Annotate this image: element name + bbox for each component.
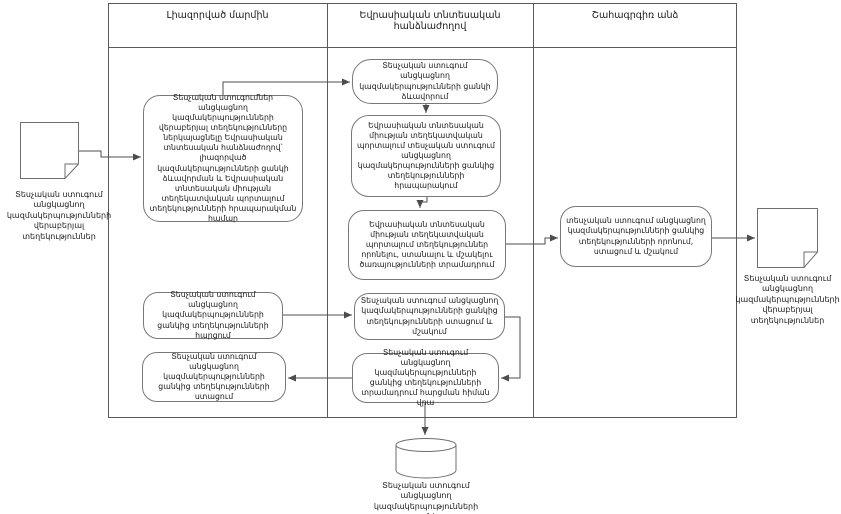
lane-header-divider <box>108 47 737 48</box>
database-label: Տեսչական ստուգում անցկացնող կազմակերպութ… <box>373 481 479 514</box>
database-shape <box>394 437 458 479</box>
process-receive-process-node: Տեսչական ստուգում անցկացնող կազմակերպութ… <box>354 293 505 340</box>
document-icon <box>757 208 818 268</box>
document-shape-input <box>20 122 79 179</box>
lane-divider-2 <box>533 3 534 418</box>
lane-header-eurasian-economic-commission: Եվրասիական տնտեսական հանձնաժողով <box>359 10 501 33</box>
process-search-receive-process-node: տեսչական ստուգում անցկացնող կազմակերպութ… <box>560 206 712 267</box>
process-submit-info-node: Տեսչական ստուգումներ անցկացնող կազմակերպ… <box>143 93 303 223</box>
swimlane-frame <box>108 3 737 418</box>
lane-divider-1 <box>327 3 328 418</box>
process-provide-services-node: Եվրասիական տնտեսական միության տեղեկատվակ… <box>348 210 506 280</box>
lane-header-interested-person: Շահագրգիռ անձ <box>591 10 679 21</box>
input-document-label: Տեսչական ստուգում անցկացնող կազմակերպութ… <box>6 190 112 241</box>
process-publish-info-node: Եվրասիական տնտեսական միության տեղեկատվակ… <box>351 115 501 197</box>
document-shape-output <box>757 208 818 268</box>
lane-header-authorized-body: Լիազորված մարմին <box>166 10 269 21</box>
document-icon <box>20 122 79 179</box>
database-cylinder-icon <box>395 438 457 479</box>
output-document-label: Տեսչական ստուգում անցկացնող կազմակերպութ… <box>735 274 840 325</box>
process-receive-info-node: Տեսչական ստուգում անցկացնող կազմակերպութ… <box>142 352 286 402</box>
process-form-list-node: Տեսչական ստուգում անցկացնող կազմակերպութ… <box>352 59 498 104</box>
process-request-info-node: Տեսչական ստուգում անցկացնող կազմակերպութ… <box>143 290 283 340</box>
process-provide-on-request-node: Տեսչական ստուգում անցկացնող կազմակերպութ… <box>352 348 499 407</box>
